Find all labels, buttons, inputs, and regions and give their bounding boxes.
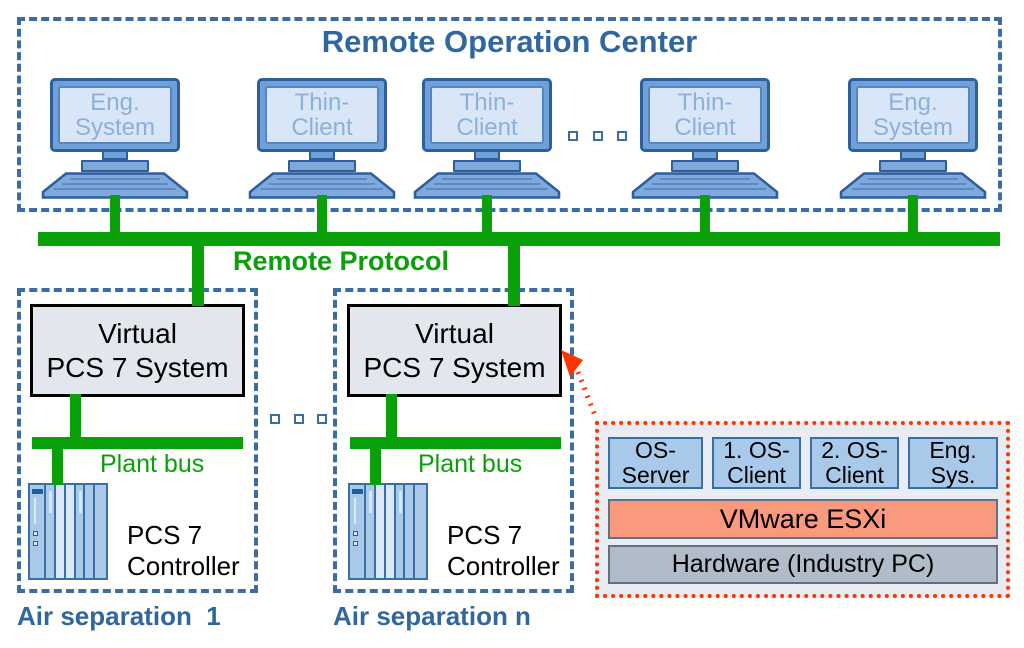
network-drop-line [700, 195, 710, 234]
pcs7-controller-icon [28, 483, 108, 580]
monitor-icon: Eng. System [50, 78, 180, 152]
monitor-icon: Thin- Client [422, 78, 552, 152]
workstation-label: Eng. System [74, 88, 155, 141]
virtual-pcs7-system-n: Virtual PCS 7 System [347, 304, 562, 397]
workstation-eng-system-left: Eng. System [40, 78, 190, 199]
controller-drop-line [52, 447, 63, 485]
vm-label: OS- Server [621, 437, 690, 488]
keyboard-icon [631, 172, 779, 199]
remote-protocol-bus [38, 232, 1000, 246]
ellipsis-dot [593, 131, 603, 141]
ellipsis-dot [568, 131, 578, 141]
virtualization-detail-box: OS- Server 1. OS- Client 2. OS- Client E… [595, 421, 1010, 598]
vm-label: 2. OS- Client [821, 437, 888, 488]
monitor-stand [692, 152, 718, 160]
vm-eng-system: Eng. Sys. [908, 437, 998, 489]
network-drop-line [317, 195, 327, 234]
ellipsis-dot [317, 414, 327, 424]
workstation-label: Thin- Client [674, 88, 736, 141]
keyboard-icon [413, 172, 561, 199]
workstation-label: Thin- Client [291, 88, 353, 141]
monitor-base [671, 160, 739, 172]
workstation-label: Eng. System [872, 88, 953, 141]
vm-os-server: OS- Server [608, 437, 703, 489]
workstation-thin-client-2: Thin- Client [412, 78, 562, 199]
network-drop-line [482, 195, 492, 234]
monitor-base [879, 160, 947, 172]
remote-operation-center-box [17, 17, 1002, 212]
air-separation-1-caption: Air separation 1 [17, 601, 221, 631]
hypervisor-layer: VMware ESXi [608, 499, 998, 539]
air-separation-1-box [17, 288, 258, 593]
plant-bus-drop-line [386, 394, 397, 440]
vm-os-client-1: 1. OS- Client [712, 437, 801, 489]
plant-bus-1 [32, 437, 243, 449]
pcs7-controller-label: PCS 7 Controller [447, 520, 560, 581]
monitor-stand [900, 152, 926, 160]
network-drop-line [908, 195, 918, 234]
keyboard-icon [839, 172, 987, 199]
monitor-base [288, 160, 356, 172]
vm-os-client-2: 2. OS- Client [810, 437, 899, 489]
vm-label: 1. OS- Client [723, 437, 790, 488]
workstation-thin-client-1: Thin- Client [247, 78, 397, 199]
virtual-pcs7-system-1: Virtual PCS 7 System [30, 304, 245, 397]
monitor-stand [102, 152, 128, 160]
workstation-thin-client-n: Thin- Client [630, 78, 780, 199]
monitor-base [81, 160, 149, 172]
monitor-base [453, 160, 521, 172]
plant-bus-drop-line [70, 394, 81, 440]
monitor-stand [309, 152, 335, 160]
pcs7-controller-icon [348, 483, 428, 580]
workstation-eng-system-right: Eng. System [838, 78, 988, 199]
keyboard-icon [41, 172, 189, 199]
network-drop-line [110, 195, 120, 234]
monitor-stand [474, 152, 500, 160]
remote-protocol-label: Remote Protocol [233, 246, 450, 276]
ellipsis-dot [617, 131, 627, 141]
keyboard-icon [248, 172, 396, 199]
remote-operation-center-title: Remote Operation Center [321, 24, 698, 59]
vm-label: Eng. Sys. [929, 437, 977, 488]
bus-drop-line [508, 244, 520, 306]
ellipsis-dot [294, 414, 304, 424]
plant-bus-label: Plant bus [418, 450, 523, 478]
workstation-label: Thin- Client [456, 88, 518, 141]
air-separation-n-box [333, 288, 574, 593]
monitor-icon: Eng. System [848, 78, 978, 152]
pcs7-controller-label: PCS 7 Controller [127, 520, 240, 581]
hardware-layer: Hardware (Industry PC) [608, 545, 998, 584]
controller-drop-line [370, 447, 381, 485]
monitor-icon: Thin- Client [640, 78, 770, 152]
ellipsis-dot [270, 414, 280, 424]
virtual-pcs7-system-label: Virtual PCS 7 System [363, 317, 546, 383]
plant-bus-label: Plant bus [100, 450, 205, 478]
virtual-pcs7-system-label: Virtual PCS 7 System [46, 317, 229, 383]
plant-bus-n [350, 437, 561, 449]
bus-drop-line [192, 244, 204, 306]
air-separation-n-caption: Air separation n [333, 601, 531, 631]
monitor-icon: Thin- Client [257, 78, 387, 152]
